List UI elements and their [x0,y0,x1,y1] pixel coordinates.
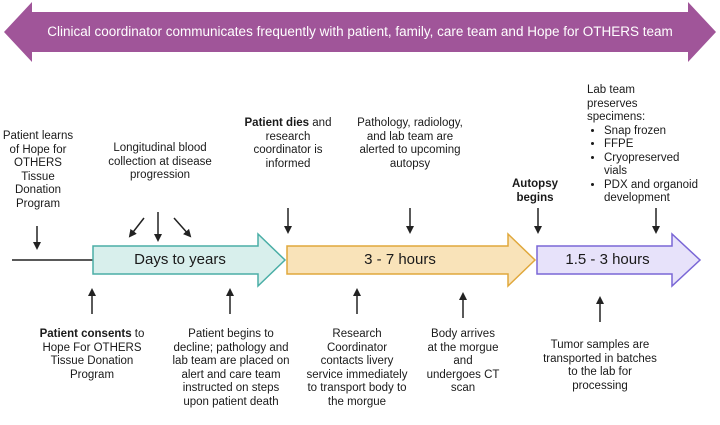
lab-title: Lab team preserves specimens: [587,84,646,123]
event-patient-consents: Patient consents to Hope For OTHERS Tiss… [32,328,152,382]
patient-consents-rest: to Hope For OTHERS Tissue Donation Progr… [42,328,145,381]
event-autopsy-begins: Autopsy begins [512,178,558,204]
arrow-blood-left [128,217,145,238]
event-coordinator-contacts: Research Coordinator contacts livery ser… [306,328,408,408]
event-patient-dies: Patient dies and research coordinator is… [236,117,340,171]
event-lab-preserves: Lab team preserves specimens: Snap froze… [587,84,717,206]
arrow-blood-right [173,217,192,238]
phase-arrow-1-5-3-hours [536,232,702,288]
phase-label-days-to-years: Days to years [134,251,226,268]
lab-item: Cryopreserved vials [604,152,694,179]
phase-arrow-3-7-hours [286,232,537,288]
patient-dies-rest: and research coordinator is informed [253,117,332,170]
phase-label-3-7-hours: 3 - 7 hours [364,251,436,268]
lab-item: PDX and organoid development [604,179,717,206]
event-patient-declines: Patient begins to decline; pathology and… [172,328,290,408]
event-body-arrives: Body arrives at the morgue and undergoes… [426,328,500,394]
banner-text: Clinical coordinator communicates freque… [47,24,673,39]
lab-item: FFPE [604,138,717,152]
event-blood-collection: Longitudinal blood collection at disease… [108,142,212,181]
lab-item: Snap frozen [604,125,717,139]
patient-dies-bold: Patient dies [244,117,310,129]
lab-specimen-list: Snap frozen FFPE Cryopreserved vials PDX… [587,125,717,206]
phase-label-1-5-3-hours: 1.5 - 3 hours [565,251,650,268]
event-team-alerted: Pathology, radiology, and lab team are a… [357,117,463,170]
event-tumor-transported: Tumor samples are transported in batches… [543,339,657,392]
event-patient-learns: Patient learns of Hope for OTHERS Tissue… [2,130,74,210]
patient-consents-bold: Patient consents [39,328,132,340]
phase-arrow-days-to-years [92,232,287,288]
banner-arrow [4,2,716,62]
